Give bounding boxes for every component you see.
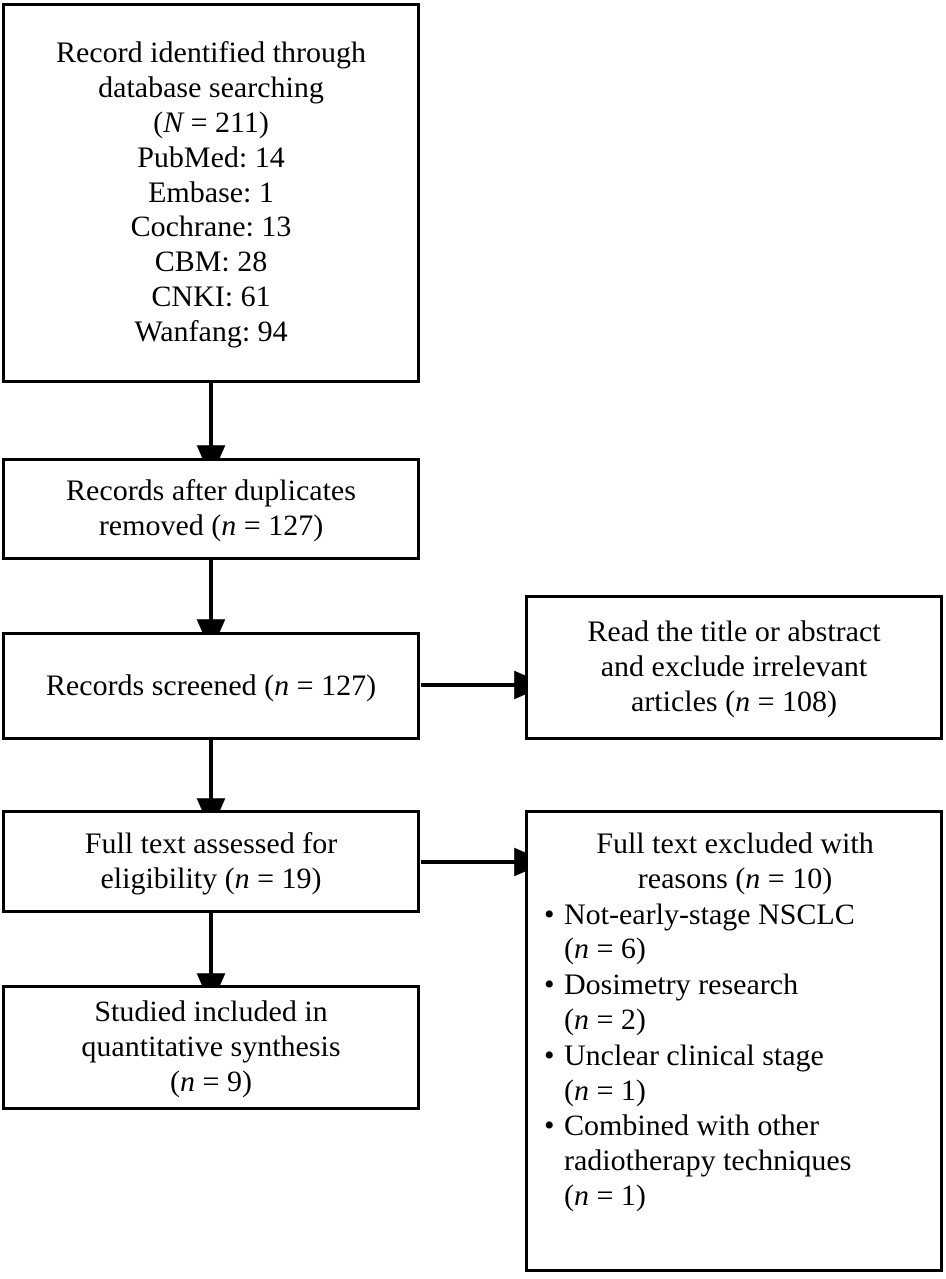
- reason-3-count-value: 1: [620, 1073, 636, 1107]
- exclusion-reason-item: • Dosimetry research (n = 2): [544, 968, 926, 1038]
- reason-3-count: (n = 1): [564, 1073, 646, 1107]
- source-cnki: CNKI: 61: [151, 279, 271, 313]
- source-cbm: CBM: 28: [154, 245, 268, 279]
- included-line-2: quantitative synthesis: [81, 1030, 341, 1064]
- eligibility-count-value: 19: [281, 861, 312, 895]
- source-embase: Embase: 1: [148, 175, 274, 209]
- full-text-excluded-header-2: reasons (n = 10): [637, 861, 833, 895]
- bullet-icon: •: [544, 968, 555, 1002]
- duplicates-line-1: Records after duplicates: [66, 474, 356, 508]
- reason-1-text: Not-early-stage NSCLC: [564, 897, 855, 931]
- eligibility-line-1: Full text assessed for: [84, 826, 338, 860]
- records-screened-excluded-box: Read the title or abstract and exclude i…: [525, 595, 943, 740]
- screened-excluded-line-3: articles (n = 108): [630, 684, 838, 718]
- exclusion-reason-item: • Combined with other radiotherapy techn…: [544, 1109, 926, 1213]
- studies-included-box: Studied included in quantitative synthes…: [2, 985, 420, 1110]
- full-text-assessed-box: Full text assessed for eligibility (n = …: [2, 810, 420, 913]
- reason-4-text-line-1: Combined with other: [564, 1109, 819, 1143]
- reason-2-count: (n = 2): [564, 1002, 646, 1036]
- reason-2-text: Dosimetry research: [564, 968, 799, 1002]
- identification-count-value: 211: [215, 106, 259, 139]
- source-cochrane: Cochrane: 13: [130, 210, 292, 244]
- duplicates-count-value: 127: [268, 509, 314, 542]
- exclusion-reason-text: Not-early-stage NSCLC (n = 6): [564, 898, 926, 968]
- records-after-duplicates-box: Records after duplicates removed (n = 12…: [2, 458, 420, 560]
- screened-excluded-count-value: 108: [782, 684, 828, 718]
- included-line-1: Studied included in: [94, 995, 328, 1029]
- reason-4-count-value: 1: [620, 1178, 636, 1212]
- reason-2-count-value: 2: [620, 1002, 636, 1036]
- source-pubmed: PubMed: 14: [137, 140, 285, 174]
- bullet-icon: •: [544, 1038, 555, 1072]
- duplicates-line-2: removed (n = 127): [98, 509, 324, 542]
- exclusion-reason-text: Combined with other radiotherapy techniq…: [564, 1109, 926, 1213]
- reason-1-count: (n = 6): [564, 932, 646, 966]
- exclusion-reason-item: • Not-early-stage NSCLC (n = 6): [544, 898, 926, 968]
- records-identified-box: Record identified through database searc…: [2, 3, 420, 383]
- full-text-excluded-count-value: 10: [792, 861, 823, 895]
- included-count: (n = 9): [170, 1064, 252, 1098]
- full-text-excluded-header-1: Full text excluded with: [596, 827, 874, 860]
- source-wanfang: Wanfang: 94: [134, 314, 288, 348]
- bullet-icon: •: [544, 1109, 555, 1143]
- bullet-icon: •: [544, 897, 555, 931]
- exclusion-reason-text: Unclear clinical stage (n = 1): [564, 1039, 926, 1109]
- included-count-value: 9: [226, 1064, 242, 1098]
- reason-4-count: (n = 1): [564, 1178, 646, 1212]
- eligibility-line-2: eligibility (n = 19): [100, 861, 322, 895]
- exclusion-reason-text: Dosimetry research (n = 2): [564, 968, 926, 1038]
- reason-4-text-line-2: radiotherapy techniques: [564, 1144, 852, 1178]
- reason-3-text: Unclear clinical stage: [564, 1038, 824, 1072]
- screened-line-1: Records screened (n = 127): [45, 668, 377, 702]
- screened-excluded-line-1: Read the title or abstract: [587, 615, 881, 649]
- screened-count-value: 127: [321, 668, 367, 702]
- reason-1-count-value: 6: [620, 932, 636, 966]
- identification-line-1: Record identified through: [56, 36, 366, 70]
- exclusion-reason-item: • Unclear clinical stage (n = 1): [544, 1039, 926, 1109]
- identification-line-2: database searching: [98, 71, 324, 105]
- records-screened-box: Records screened (n = 127): [2, 632, 420, 740]
- screened-excluded-line-2: and exclude irrelevant: [600, 650, 868, 684]
- identification-count: (N = 211): [153, 106, 269, 139]
- full-text-excluded-box: Full text excluded with reasons (n = 10)…: [525, 810, 943, 1272]
